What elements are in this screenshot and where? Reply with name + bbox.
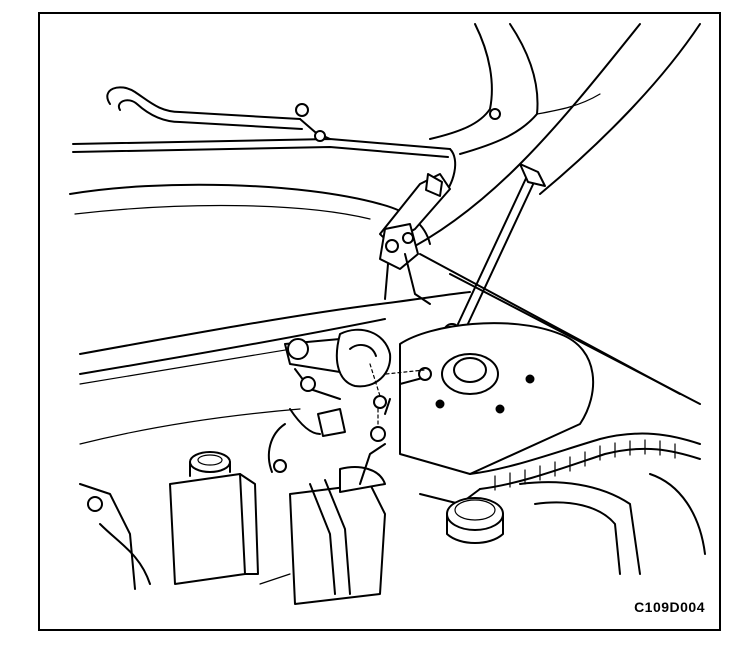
hood-hinge <box>379 173 451 305</box>
washer-hose <box>72 86 457 200</box>
coolant-cap <box>446 497 504 544</box>
wiper-linkage <box>284 328 432 442</box>
hood-panel <box>69 23 701 255</box>
wire-harness <box>289 408 701 505</box>
engine-bay-illustration <box>69 23 706 605</box>
figure-code: C109D004 <box>634 599 705 615</box>
fluid-reservoir <box>169 451 259 585</box>
engine-outline <box>519 473 706 575</box>
lower-left-components <box>79 483 291 590</box>
strut-tower <box>399 322 595 475</box>
cowl-panel <box>79 253 701 445</box>
diagram-frame: C109D004 <box>38 12 721 631</box>
brake-master-cylinder <box>267 423 386 605</box>
